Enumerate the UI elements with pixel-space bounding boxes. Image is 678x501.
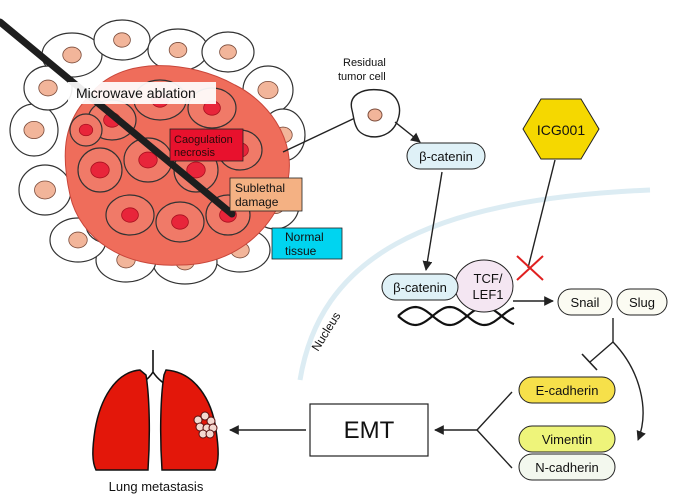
slug-label: Slug (629, 295, 655, 310)
lung-metastasis-label: Lung metastasis (109, 479, 204, 494)
residual-connector (282, 117, 356, 153)
right-lung (159, 369, 219, 471)
coagulation-necrosis-box: Caogulation necrosis (169, 128, 244, 162)
icg001-inhibition-line (527, 159, 556, 269)
beta-catenin-cyto-label: β-catenin (419, 149, 473, 164)
nodule-cell (200, 411, 210, 421)
lungs (92, 350, 219, 471)
residual-label-2: tumor cell (338, 71, 386, 83)
beta-catenin-cytoplasm: β-catenin (406, 142, 486, 170)
bracket-top (476, 391, 513, 431)
activation-curve (612, 341, 646, 441)
tumor-cell (123, 137, 173, 183)
vimentin-node: Vimentin (518, 425, 616, 453)
tcf-label-2: LEF1 (472, 287, 503, 302)
e-cadherin-node: E-cadherin (518, 376, 616, 404)
normal-cell (9, 103, 59, 157)
sublethal-label-2: damage (235, 195, 279, 209)
coagulation-label-2: necrosis (174, 147, 215, 159)
normal-label-2: tissue (285, 244, 317, 258)
sublethal-label-1: Sublethal (235, 181, 285, 195)
tcf-label-1: TCF/ (474, 271, 503, 286)
emt-label: EMT (344, 417, 395, 444)
beta-catenin-nuc-label: β-catenin (393, 280, 447, 295)
n-cadherin-node: N-cadherin (518, 453, 616, 481)
normal-cell (93, 19, 151, 61)
tcf-lef1-complex: TCF/ LEF1 (454, 259, 514, 313)
tumor-cell (69, 113, 103, 147)
arrow-bcatenin-to-nucleus (422, 171, 443, 271)
metastatic-nodule (193, 411, 218, 439)
tumor-cell (155, 201, 205, 243)
vimentin-label: Vimentin (542, 432, 592, 447)
sublethal-damage-box: Sublethal damage (229, 177, 303, 212)
normal-cell (201, 31, 255, 73)
n-cadherin-label: N-cadherin (535, 460, 599, 475)
normal-tissue-box: Normal tissue (271, 227, 343, 260)
microwave-ablation-label: Microwave ablation (68, 82, 216, 104)
ablation-needle (0, 18, 236, 218)
normal-cell (18, 164, 72, 216)
nucleus-boundary (297, 187, 651, 381)
snail-node: Snail (557, 288, 613, 316)
tumor-cell (105, 194, 155, 236)
normal-cell (23, 65, 73, 111)
coagulation-label-1: Caogulation (174, 134, 233, 146)
bracket-bottom (476, 429, 513, 469)
repression-line (589, 341, 614, 363)
residual-tumor-cell: Residual tumor cell (338, 57, 401, 138)
normal-label-1: Normal (285, 230, 324, 244)
snail-label: Snail (571, 295, 600, 310)
nodule-cell (205, 429, 215, 439)
dna-strand (397, 305, 515, 327)
arrow-residual-to-bcatenin (394, 121, 421, 143)
emt-box: EMT (309, 403, 429, 457)
left-lung (92, 369, 151, 471)
icg001-hexagon: ICG001 (522, 98, 600, 160)
normal-cell (147, 28, 209, 72)
microwave-ablation-text: Microwave ablation (76, 85, 196, 101)
inhibition-cross (516, 255, 544, 281)
beta-catenin-nucleus: β-catenin (381, 273, 459, 301)
tumor-cell (77, 147, 123, 193)
residual-label-1: Residual (343, 57, 386, 69)
e-cadherin-label: E-cadherin (536, 383, 599, 398)
repression-bar (581, 353, 598, 371)
icg001-label: ICG001 (537, 122, 585, 138)
slug-node: Slug (616, 288, 668, 316)
